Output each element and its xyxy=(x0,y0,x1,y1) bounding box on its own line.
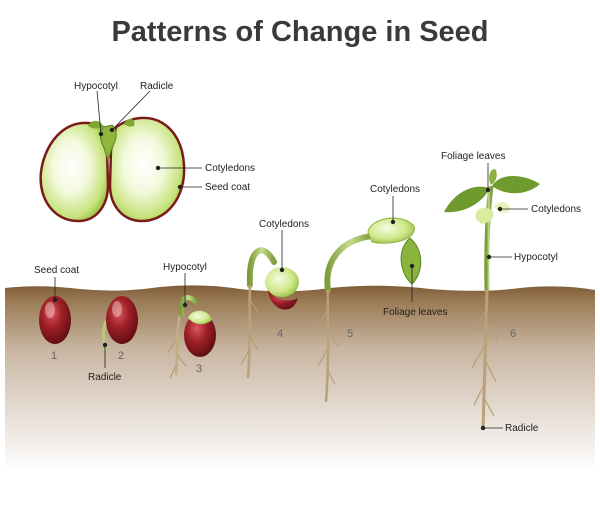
right-cotyledon xyxy=(108,116,186,223)
label-top-cotyledons: Cotyledons xyxy=(205,163,255,174)
label-stage4-cotyledons: Cotyledons xyxy=(259,219,309,230)
stage-number-2: 2 xyxy=(118,350,124,362)
label-top-radicle: Radicle xyxy=(140,81,174,92)
label-stage6-radicle: Radicle xyxy=(505,423,539,434)
label-stage3-hypocotyl: Hypocotyl xyxy=(163,262,207,273)
label-stage5-cotyledons: Cotyledons xyxy=(370,184,420,195)
stage-number-6: 6 xyxy=(510,328,516,340)
stage-number-5: 5 xyxy=(347,328,353,340)
label-stage6-foliage-leaves: Foliage leaves xyxy=(441,151,505,162)
label-stage6-cotyledons: Cotyledons xyxy=(531,204,581,215)
stage-6-seedling xyxy=(444,169,540,431)
stage-4-seedling xyxy=(239,247,299,379)
stage-number-1: 1 xyxy=(51,350,57,362)
soil xyxy=(5,285,595,470)
label-top-hypocotyl: Hypocotyl xyxy=(74,81,118,92)
stage-3-seedling xyxy=(167,295,216,379)
label-stage2-radicle: Radicle xyxy=(88,372,122,383)
left-cotyledon xyxy=(39,121,110,223)
leader-lines xyxy=(52,90,528,431)
label-stage6-hypocotyl: Hypocotyl xyxy=(514,252,558,263)
diagram-title: Patterns of Change in Seed xyxy=(111,16,489,48)
stage-1-seed xyxy=(39,296,71,344)
stage-number-3: 3 xyxy=(196,363,202,375)
label-stage1-seed-coat: Seed coat xyxy=(34,265,79,276)
plumule xyxy=(88,118,135,129)
label-stage5-foliage-leaves: Foliage leaves xyxy=(383,307,447,318)
split-seed-illustration xyxy=(39,116,186,223)
stage-5-seedling xyxy=(317,217,422,403)
stage-number-4: 4 xyxy=(277,328,283,340)
label-top-seed-coat: Seed coat xyxy=(205,182,250,193)
